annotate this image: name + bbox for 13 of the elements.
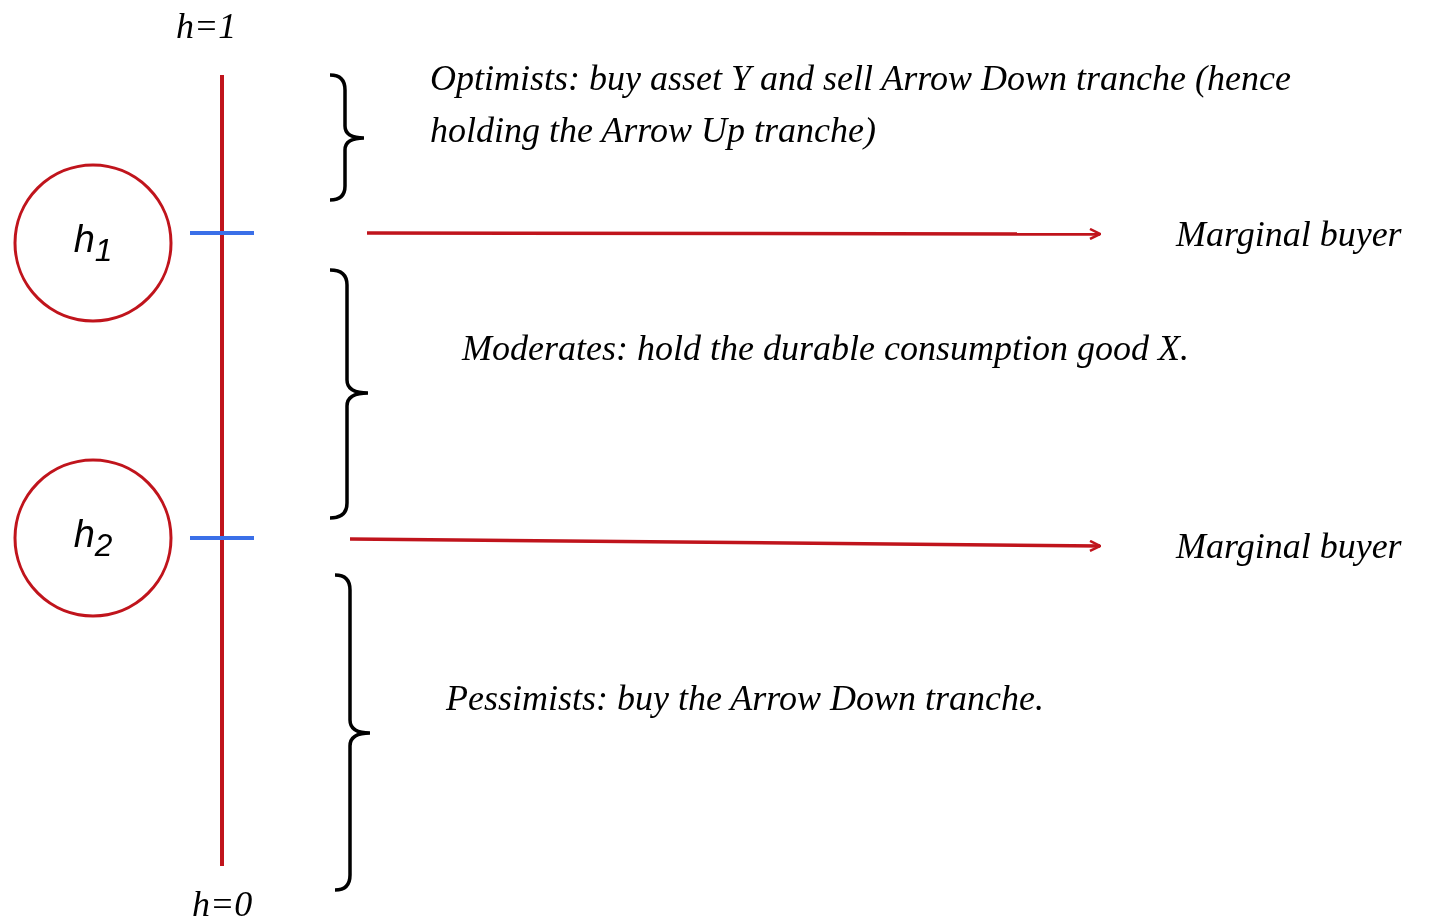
arrow [350,537,1102,553]
arrow [367,227,1102,241]
group-description: Pessimists: buy the Arrow Down tranche. [446,677,1044,720]
group-description: Optimists: buy asset Y and sell Arrow Down tranche (hence holding the Arrow Up tranche) [430,57,1292,152]
node-label: h$_{2}$ [73,512,113,564]
axis-end-label: h=1 [176,5,237,48]
node-circle [13,458,173,618]
group-description: Moderates: hold the durable consumption good X. [462,327,1189,370]
marginal-buyer-label: Marginal buyer [1176,520,1402,572]
node-label: h$_{1}$ [73,217,113,269]
node-circle [13,163,173,323]
marginal-buyer-label: Marginal buyer [1176,208,1402,260]
axis-end-label: h=0 [192,883,253,920]
